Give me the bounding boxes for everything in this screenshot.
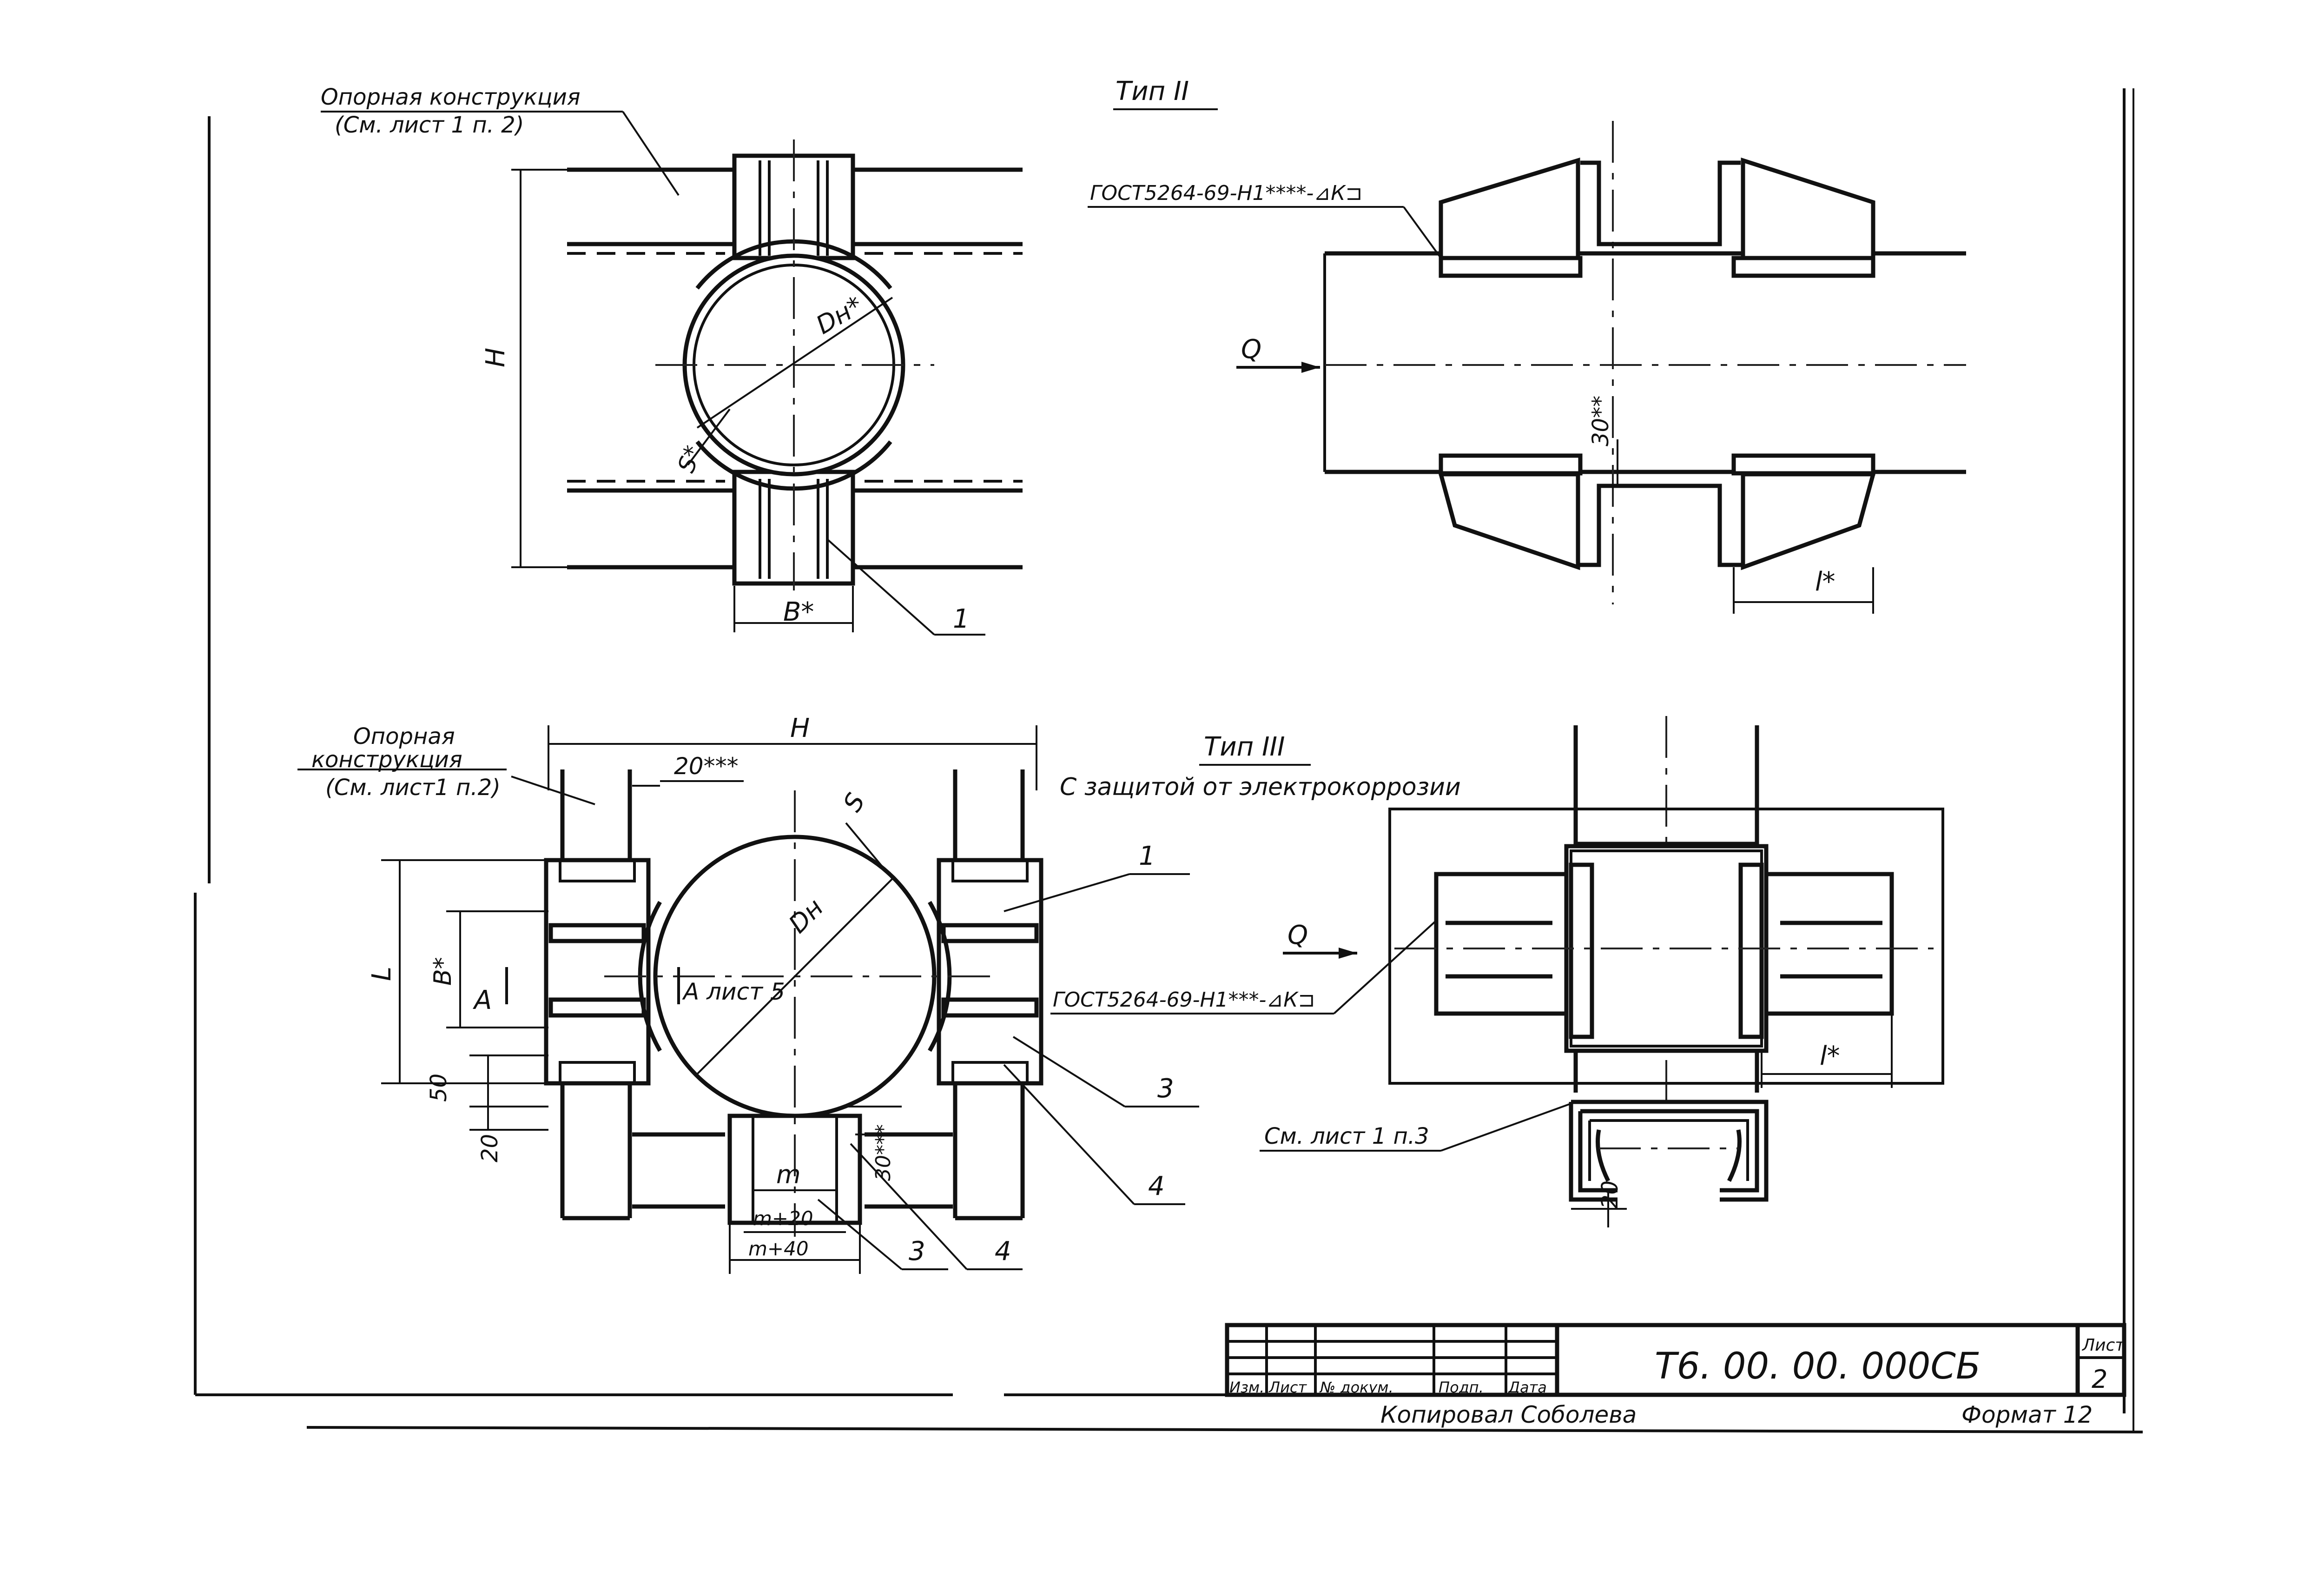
- dim-m40-label: m+40: [748, 1237, 809, 1260]
- title-col-sign: Подп.: [1439, 1379, 1484, 1396]
- title-col-list: Лист: [1268, 1379, 1307, 1396]
- type3-weld-note: ГОСТ5264-69-Н1***-⊿К⊐: [1053, 988, 1315, 1012]
- dim-20-label: 20: [477, 1134, 503, 1162]
- callout-4-bottom: 4: [995, 1236, 1011, 1266]
- type3-length-dim: l*: [1820, 1041, 1840, 1071]
- support-structure-label-bottom-2: конструкция: [311, 747, 462, 773]
- view-type1-front: [321, 111, 1023, 636]
- view-type1-plan: [297, 725, 1199, 1274]
- sheet-format: Формат 12: [1961, 1401, 2093, 1428]
- title-block: [1225, 1323, 2126, 1397]
- dim-m20-label: m+20: [753, 1207, 813, 1230]
- sheet-label: Лист: [2081, 1336, 2125, 1355]
- type2-length-dim: l*: [1815, 567, 1835, 597]
- sheet-number: 2: [2092, 1365, 2107, 1394]
- view-type3: [1050, 716, 1944, 1227]
- type2-title: Тип II: [1116, 76, 1189, 106]
- callout-1-top: 1: [953, 604, 970, 634]
- dim-length-label: L: [367, 967, 397, 981]
- callout-1-bottom: 1: [1139, 841, 1155, 871]
- callout-3-bottom: 3: [909, 1236, 925, 1266]
- drawing-frame: [194, 88, 2143, 1433]
- section-marker-a-left: A: [473, 985, 492, 1015]
- section-marker-a-right: A лист 5: [682, 978, 785, 1005]
- callout-3-right: 3: [1157, 1074, 1174, 1104]
- callout-4-right: 4: [1148, 1171, 1165, 1201]
- dim-width-label-bottom: B*: [429, 957, 457, 986]
- dim-wall-label-bottom: S: [838, 788, 871, 816]
- type2-load-label: Q: [1241, 334, 1261, 365]
- type3-subtitle: С защитой от электрокоррозии: [1060, 773, 1461, 801]
- dim-width-label: B*: [783, 597, 814, 627]
- title-col-izm: Изм.: [1229, 1379, 1264, 1396]
- type3-20-dim: 20: [1597, 1180, 1623, 1209]
- type2-gap-dim: 30**: [1588, 396, 1614, 446]
- support-structure-label-top: Опорная конструкция: [321, 84, 581, 110]
- dim-50-label: 50: [426, 1074, 452, 1102]
- type3-title: Тип III: [1204, 732, 1285, 762]
- document-designation: Т6. 00. 00. 000СБ: [1655, 1346, 1981, 1387]
- support-structure-label-bottom-1: Опорная: [353, 723, 455, 749]
- view-type2: [1088, 121, 1966, 614]
- title-col-date: Дата: [1507, 1379, 1547, 1396]
- dim-30-label: 30***: [872, 1124, 895, 1181]
- dim-height-label: H: [481, 348, 511, 367]
- title-col-doc: № докум.: [1319, 1379, 1393, 1396]
- dim-height-label-bottom: H: [790, 713, 810, 743]
- dim-m-label: m: [776, 1160, 801, 1189]
- type3-load-label: Q: [1287, 920, 1308, 950]
- dim-gap-20-label: 20***: [674, 753, 739, 780]
- support-structure-ref-bottom: (См. лист1 п.2): [325, 775, 501, 801]
- copied-by-note: Копировал Соболева: [1380, 1401, 1637, 1428]
- support-structure-ref-top: (См. лист 1 п. 2): [335, 112, 524, 138]
- type2-weld-note: ГОСТ5264-69-Н1****-⊿К⊐: [1090, 181, 1362, 205]
- type3-reference-note: См. лист 1 п.3: [1264, 1123, 1429, 1149]
